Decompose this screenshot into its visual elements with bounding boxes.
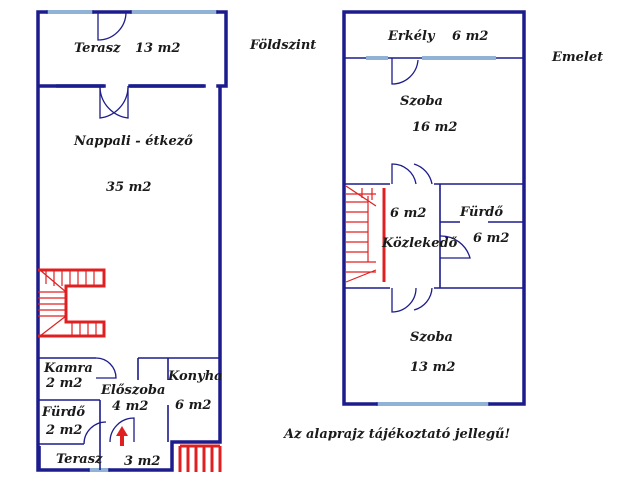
room-area-szoba-bottom: 13 m2 [410,360,455,375]
room-name-terasz: Terasz [74,41,121,56]
room-name-konyha: Konyha [167,369,223,384]
room-area-kamra: 2 m2 [45,376,82,391]
room-area-konyha: 6 m2 [175,398,211,413]
door-swing [109,417,135,443]
door-swing [99,86,129,119]
inner-wall [38,357,220,470]
room-name-erkely: Erkély [387,29,436,44]
door-swing [83,421,107,445]
staircase [38,268,106,338]
room-area-terasz: 13 m2 [135,41,180,56]
ground-floor-plan [36,10,228,472]
disclaimer-note: Az alaprajz tájékoztató jellegű! [282,427,510,442]
room-name-eloszoba: Előszoba [100,383,165,398]
room-area-kozlekedo: 6 m2 [390,206,426,221]
upper-floor-plan [342,10,526,406]
room-name-terasz-bottom: Terasz [56,452,103,467]
room-name-furdo: Fürdő [41,405,85,420]
room-area-szoba-top: 16 m2 [412,120,457,135]
door-swing [391,287,433,313]
door-swing [99,86,129,119]
room-name-furdo-upper: Fürdő [459,205,503,220]
room-area-furdo: 2 m2 [45,423,82,438]
room-name-kozlekedo: Közlekedő [381,236,458,251]
door-swing [391,163,433,185]
room-name-szoba-top: Szoba [400,94,443,109]
room-name-nappali: Nappali - étkező [73,134,193,149]
room-area-nappali: 35 m2 [106,180,151,195]
entrance-steps [178,444,222,472]
door-swing [97,11,127,41]
staircase [345,185,386,283]
inner-wall [344,57,524,289]
outer-wall [342,10,526,406]
outer-wall [36,10,228,472]
room-name-szoba-bottom: Szoba [410,330,453,345]
upper-floor-title: Emelet [551,50,603,65]
room-name-kamra: Kamra [43,361,93,376]
door-swing [439,235,471,259]
room-area-eloszoba: 4 m2 [112,399,148,414]
room-area-erkely: 6 m2 [452,29,488,44]
entrance-arrow-icon [116,426,128,446]
room-area-terasz-bottom: 3 m2 [124,454,160,469]
ground-floor-title: Földszint [249,38,316,53]
door-swing [95,357,117,379]
door-swing [391,58,419,85]
room-area-furdo-upper: 6 m2 [473,231,509,246]
